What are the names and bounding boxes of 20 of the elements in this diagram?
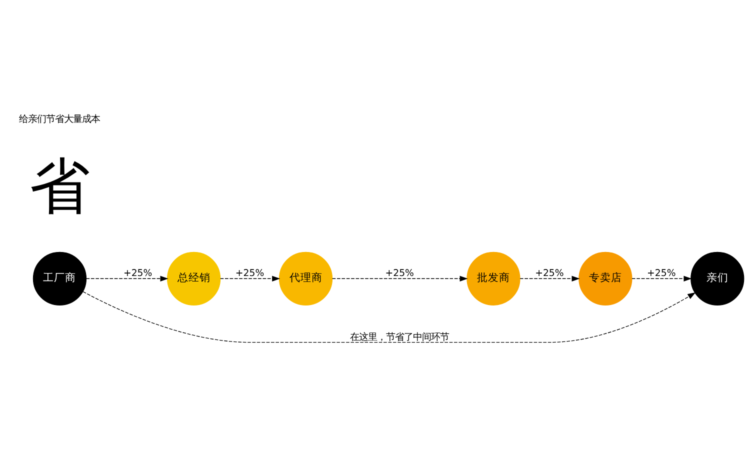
- label: 给亲们节省大量成本: [19, 114, 100, 126]
- edge-label: +25%: [235, 268, 264, 280]
- node-circle: 代理商: [278, 252, 333, 306]
- arrow: [86, 276, 168, 282]
- node-circle: 工厂商: [32, 252, 87, 306]
- edge-label: +25%: [123, 268, 152, 280]
- edge-label: +25%: [647, 268, 676, 280]
- edge-label: 在这里，节省了中间环节: [350, 332, 450, 343]
- arrow: [520, 276, 580, 282]
- arrow: [332, 276, 468, 282]
- node-circle: 批发商: [466, 252, 520, 306]
- arrow: [82, 291, 696, 343]
- label: 省: [30, 152, 90, 222]
- arrow: [220, 276, 280, 282]
- node-circle: 专卖店: [578, 252, 632, 306]
- node-circle: 亲们: [690, 252, 744, 306]
- arrow: [632, 276, 692, 282]
- edge-label: +25%: [535, 268, 564, 280]
- edge-label: +25%: [385, 268, 414, 280]
- node-circle: 总经销: [167, 252, 221, 306]
